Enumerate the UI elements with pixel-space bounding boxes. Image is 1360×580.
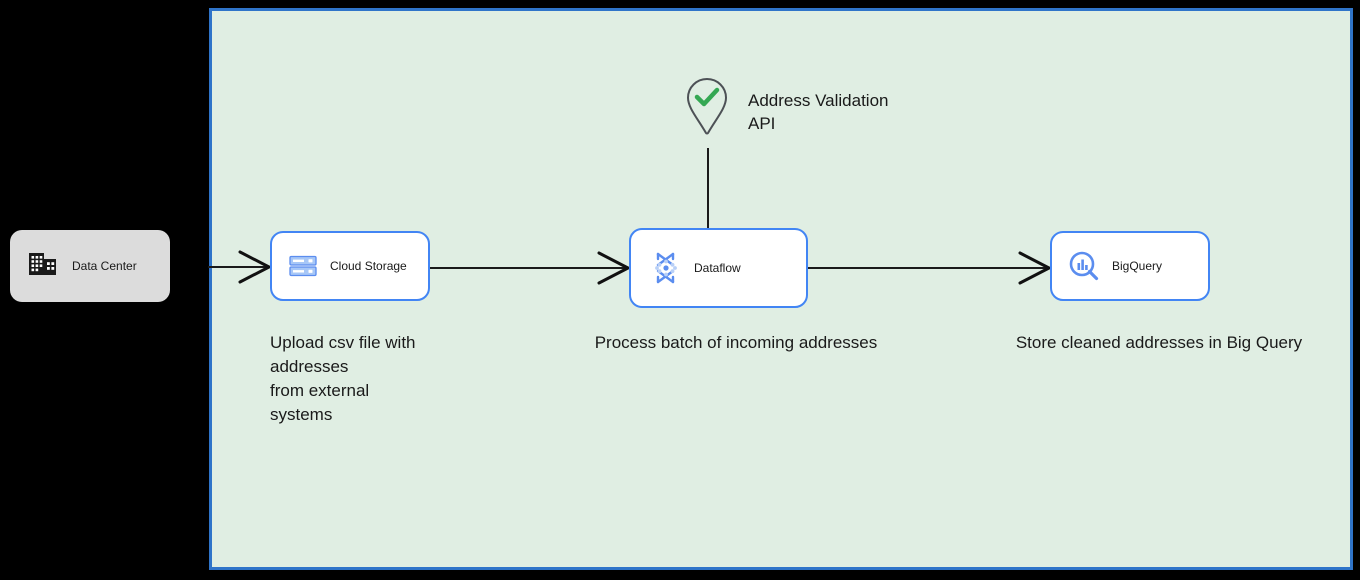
address-validation-api-label: Address Validation API bbox=[748, 91, 889, 133]
data-center-icon bbox=[28, 250, 58, 283]
bigquery-icon bbox=[1068, 250, 1100, 282]
node-data-center[interactable]: Data Center bbox=[10, 230, 170, 302]
node-dataflow-label: Dataflow bbox=[694, 260, 741, 275]
caption-store: Store cleaned addresses in Big Query bbox=[1015, 333, 1303, 352]
node-data-center-label: Data Center bbox=[72, 259, 137, 273]
node-cloud-storage[interactable]: Cloud Storage bbox=[270, 231, 430, 301]
address-validation-api-marker[interactable] bbox=[684, 76, 730, 136]
node-cloud-storage-label: Cloud Storage bbox=[330, 258, 407, 273]
node-dataflow[interactable]: Dataflow bbox=[629, 228, 808, 308]
caption-process: Process batch of incoming addresses bbox=[594, 333, 878, 352]
node-bigquery-label: BigQuery bbox=[1112, 258, 1163, 273]
dataflow-icon bbox=[650, 251, 682, 285]
caption-upload: Upload csv file with addresses from exte… bbox=[270, 333, 416, 424]
cloud-storage-icon bbox=[288, 251, 318, 281]
map-pin-check-icon bbox=[686, 77, 728, 135]
node-bigquery[interactable]: BigQuery bbox=[1050, 231, 1210, 301]
